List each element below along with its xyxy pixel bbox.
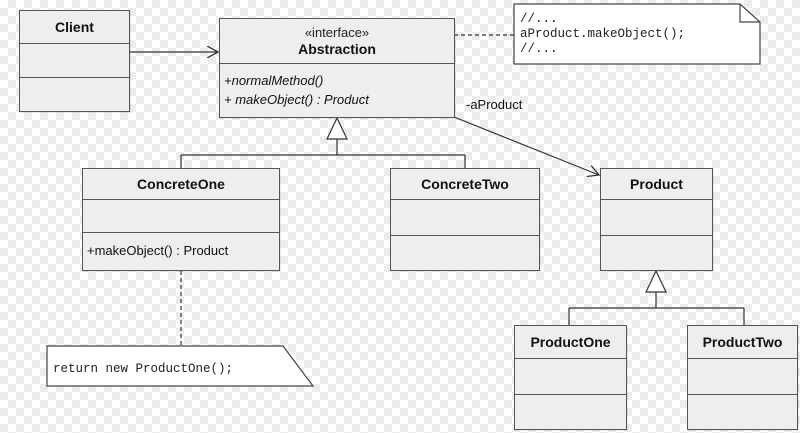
concrete-two-attributes (391, 199, 539, 235)
product-attributes (601, 199, 712, 235)
product-operations (601, 234, 712, 271)
association-role-label: -aProduct (466, 97, 523, 112)
class-product-one[interactable]: ProductOne (514, 325, 627, 430)
product-two-name: ProductTwo (702, 334, 783, 350)
product-two-attributes (688, 358, 797, 394)
concrete-one-note-text: return new ProductOne(); (53, 362, 234, 376)
product-one-operations (515, 393, 626, 430)
abstraction-note-line-2: aProduct.makeObject(); (520, 27, 686, 41)
abstraction-name: Abstraction (298, 41, 376, 57)
class-client[interactable]: Client (19, 10, 130, 112)
abstraction-stereotype: «interface» (304, 25, 370, 40)
concrete-one-attributes (83, 199, 279, 232)
class-product[interactable]: Product (600, 168, 713, 271)
abstraction-note-line-1: //... (520, 12, 558, 26)
class-product-two[interactable]: ProductTwo (687, 325, 798, 430)
abstraction-generalization (180, 116, 466, 169)
product-one-attributes (515, 358, 626, 394)
concrete-one-note: return new ProductOne(); (47, 358, 297, 382)
client-attributes (20, 43, 129, 77)
abstraction-note-line-3: //... (520, 42, 558, 56)
product-two-operations (688, 393, 797, 430)
concrete-one-op-make-object: +makeObject() : Product (87, 243, 229, 259)
concrete-two-name: ConcreteTwo (421, 176, 509, 192)
abstraction-note: //... aProduct.makeObject(); //... (514, 8, 744, 64)
class-concrete-one[interactable]: ConcreteOne +makeObject() : Product (82, 168, 280, 271)
abstraction-product-association (453, 116, 599, 175)
abstraction-operations: +normalMethod() + makeObject() : Product (220, 63, 454, 117)
product-name: Product (630, 176, 683, 192)
product-one-name: ProductOne (530, 334, 611, 350)
product-generalization (568, 269, 745, 326)
abstraction-op-make-object: + makeObject() : Product (224, 92, 369, 107)
concrete-one-note-shape (46, 345, 315, 387)
abstraction-note-shape (513, 3, 761, 65)
client-name: Client (55, 19, 94, 35)
class-abstraction[interactable]: «interface» Abstraction +normalMethod() … (219, 18, 455, 118)
class-concrete-two[interactable]: ConcreteTwo (390, 168, 540, 271)
abstraction-op-normal-method: +normalMethod() (224, 73, 324, 88)
concrete-one-operations: +makeObject() : Product (83, 231, 279, 271)
client-operations (20, 77, 129, 111)
concrete-two-operations (391, 234, 539, 271)
concrete-one-name: ConcreteOne (137, 176, 225, 192)
